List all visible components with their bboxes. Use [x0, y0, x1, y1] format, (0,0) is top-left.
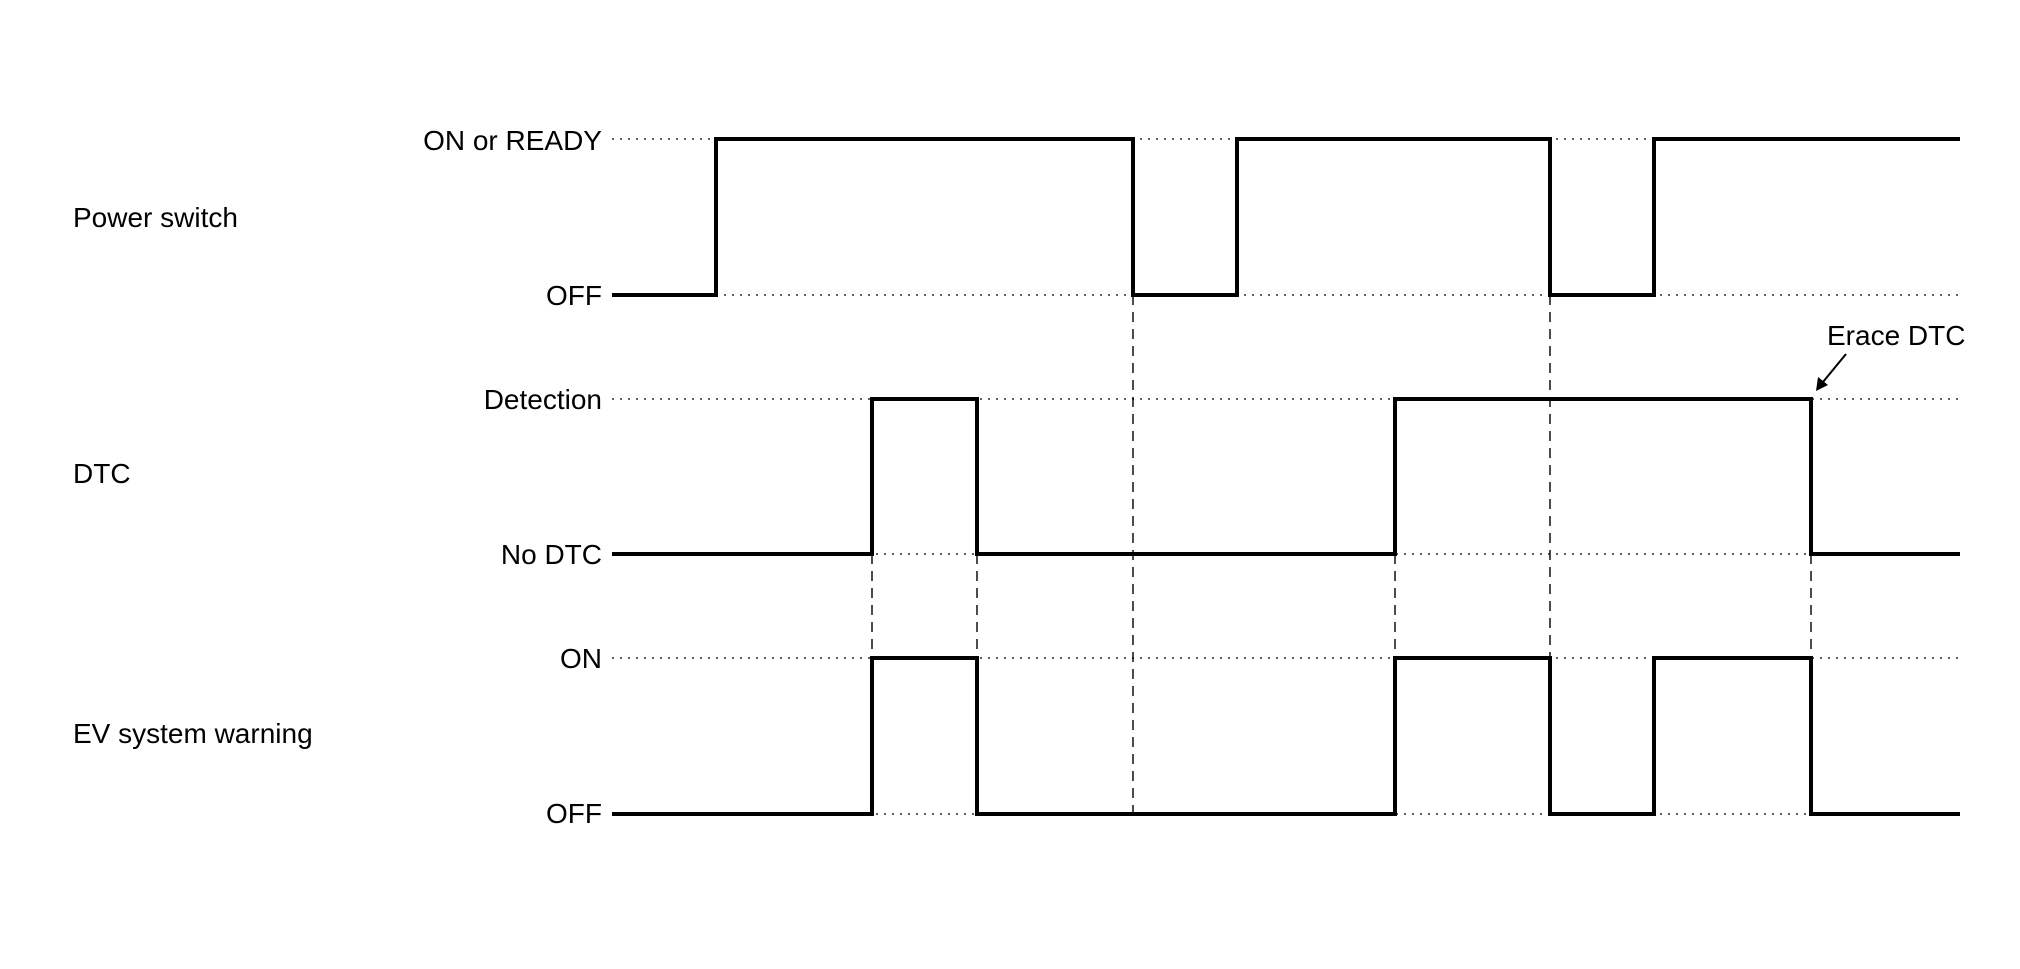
dtc-high-label: Detection — [484, 384, 602, 415]
reference-lines — [612, 138, 1960, 815]
power-switch-waveform — [612, 137, 1960, 297]
power-switch-row-label: Power switch — [73, 202, 238, 233]
dtc-row-label: DTC — [73, 458, 131, 489]
erase-dtc-arrow-head — [1816, 377, 1828, 391]
ev-warning-low-label: OFF — [546, 798, 602, 829]
dtc-waveform — [612, 397, 1960, 556]
ev-system-warning-waveform — [612, 656, 1960, 816]
ev-warning-high-label: ON — [560, 643, 602, 674]
power-switch-high-label: ON or READY — [423, 125, 602, 156]
ev-system-warning-row-label: EV system warning — [73, 718, 313, 749]
erase-dtc-annotation: Erace DTC — [1827, 320, 1965, 351]
power-switch-low-label: OFF — [546, 280, 602, 311]
dtc-low-label: No DTC — [501, 539, 602, 570]
erase-dtc-arrow-line — [1822, 353, 1847, 383]
